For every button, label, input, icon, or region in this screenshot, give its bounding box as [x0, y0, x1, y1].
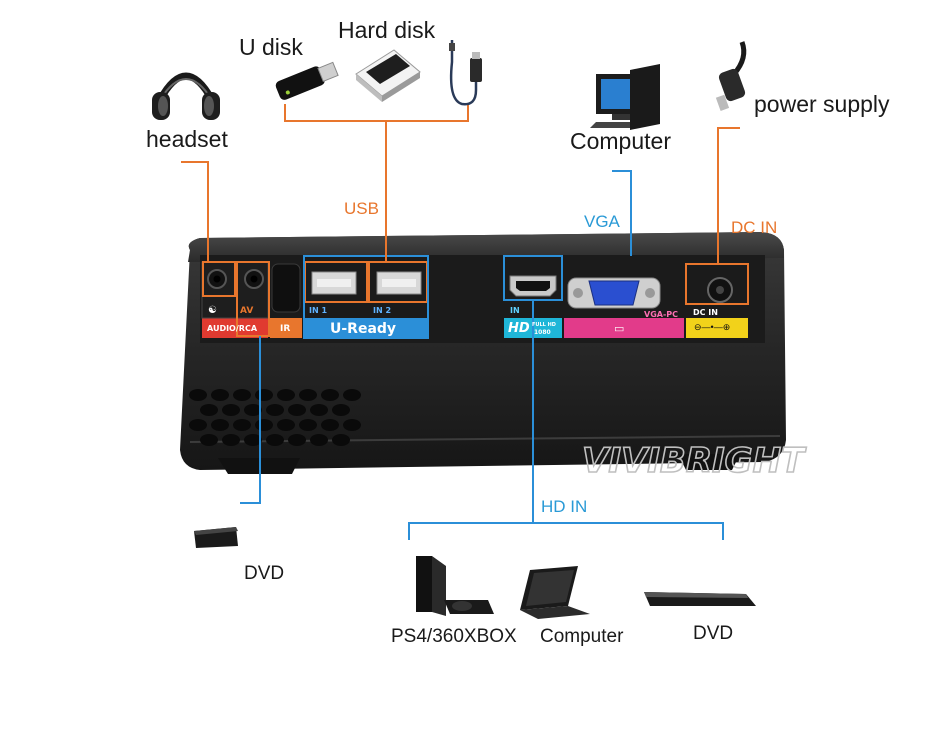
hard-disk-image: [355, 49, 421, 102]
headset-label: headset: [146, 126, 228, 152]
audio-rca-label: AUDIO/RCA: [207, 324, 258, 333]
vga-port: [567, 277, 661, 309]
hard-disk-label: Hard disk: [338, 17, 436, 43]
dvd-player-right-image: [644, 592, 756, 606]
vga-label: VGA: [584, 212, 620, 231]
port-panel: [200, 255, 765, 343]
usb-ports: [311, 271, 422, 295]
computer-bottom-label: Computer: [540, 626, 624, 647]
hd-logo-label: HD: [508, 321, 530, 336]
headphone-icon: ☯: [208, 305, 217, 316]
usb-label: USB: [344, 199, 379, 218]
usb-in2-label: IN 2: [373, 306, 392, 315]
highlight-boxes: [202, 255, 749, 339]
connector-lines: [181, 104, 740, 540]
power-supply-image: [715, 41, 747, 111]
monitor-icon: ▭: [614, 323, 625, 335]
headset-image: [152, 72, 220, 120]
res-1080-label: 1080: [534, 329, 551, 336]
usb-cable-image: [449, 40, 482, 106]
usb-in1-label: IN 1: [309, 306, 328, 315]
u-ready-label: U-Ready: [330, 321, 397, 337]
computer-desktop-image: [590, 64, 660, 130]
u-disk-label: U disk: [239, 34, 303, 60]
dc-in-panel-label: DC IN: [693, 308, 718, 317]
power-supply-label: power supply: [754, 91, 890, 117]
svg-text:VIVIBRIGHT: VIVIBRIGHT: [582, 441, 807, 480]
watermark-logo: VIVIBRIGHT: [582, 440, 808, 480]
av-label: AV: [240, 306, 254, 316]
audio-jack-ports: [207, 269, 264, 289]
ir-label: IR: [280, 324, 291, 334]
ps4-label: PS4/360XBOX: [391, 626, 517, 647]
laptop-image: [520, 566, 590, 619]
dvd-player-left-image: [194, 527, 238, 548]
dvd-right-label: DVD: [693, 623, 734, 644]
ps4-console-image: [416, 556, 494, 616]
dc-port: [707, 277, 733, 303]
vga-pc-label: VGA-PC: [644, 310, 679, 319]
dvd-left-label: DVD: [244, 563, 285, 584]
dc-polarity-icon: ⊖—•—⊕: [694, 322, 731, 332]
hd-in-label: HD IN: [541, 497, 588, 516]
hdmi-in-label: IN: [510, 306, 520, 315]
full-hd-label: FULL HD: [532, 322, 556, 328]
u-disk-image: [275, 61, 339, 100]
computer-top-label: Computer: [570, 128, 671, 154]
dc-in-label: DC IN: [731, 218, 778, 237]
hdmi-port: [509, 275, 557, 297]
